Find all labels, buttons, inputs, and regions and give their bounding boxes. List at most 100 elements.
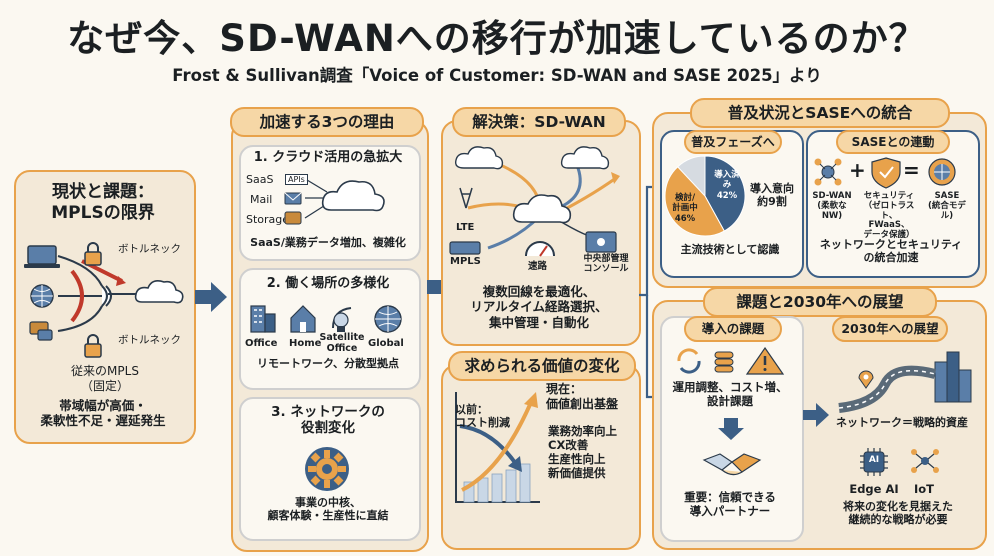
reason-1-desc: SaaS/業務データ増加、複雑化 (250, 236, 406, 249)
satellite-label: Satellite Office (319, 332, 365, 354)
work-locations-icons (250, 305, 402, 333)
sase-globe-icon (928, 158, 956, 186)
gear-icon (305, 447, 349, 491)
laptop-icon (24, 245, 60, 268)
lte-label: LTE (456, 222, 475, 233)
mainstream-label: 主流技術として認識 (680, 243, 780, 256)
map-pin-icon (858, 370, 874, 389)
value-change-header: 求められる価値の変化 (448, 351, 636, 381)
sase-desc: ネットワークとセキュリティ の統合加速 (819, 238, 963, 265)
warning-icon (745, 346, 785, 375)
handshake-icon (702, 453, 762, 476)
mail-label: Mail (250, 193, 273, 206)
global-label: Global (368, 338, 404, 349)
bottleneck-label-2: ボトルネック (118, 334, 181, 346)
coins-icon (714, 351, 734, 373)
lock-icon (84, 334, 102, 358)
adoption-pie-chart (664, 155, 746, 237)
value-change-panel (441, 364, 641, 550)
office-icon (250, 305, 276, 333)
reason-2-desc: リモートワーク、分散型拠点 (256, 357, 399, 370)
pie-label-adopted: 導入済み 42% (714, 170, 740, 201)
home-label: Home (289, 338, 322, 349)
adoption-intent: 導入意向 約9割 (750, 182, 794, 209)
pie-slice-considering (664, 166, 725, 237)
edge-ai-label: Edge AI (849, 482, 899, 496)
mpls-issues: 帯域幅が高価・ 柔軟性不足・遅延発生 (40, 398, 166, 429)
saas-label: SaaS (246, 173, 274, 186)
office-label: Office (245, 338, 278, 349)
intro-issues-desc: 運用調整、コスト増、 設計課題 (672, 380, 788, 409)
current-issues-title: 現状と課題： MPLSの限界 (51, 182, 155, 223)
satellite-icon (332, 307, 352, 332)
pie-slice-adopted (704, 155, 746, 232)
issues-icons (677, 346, 785, 375)
sdwan-label: SD-WAN (柔軟なNW) (812, 191, 852, 221)
security-label: セキュリティ （ゼロトラスト、 FWaaS、 データ保護） (863, 191, 915, 241)
network-icon (814, 158, 842, 186)
reason-3-title: 3. ネットワークの 役割変化 (271, 404, 385, 437)
outlook-header: 2030年への展望 (832, 316, 948, 342)
mpls-label: MPLS (450, 256, 481, 267)
iot-label: IoT (913, 482, 935, 496)
plus-sign: + (849, 158, 866, 182)
down-arrow-icon (718, 418, 744, 440)
bottleneck-label: ボトルネック (118, 243, 181, 255)
equals-sign: = (903, 158, 920, 182)
edge-ai-chip-icon (860, 448, 888, 476)
speed-gauge-icon (525, 241, 555, 257)
value-now-items: 業務効率向上 CX改善 生産性向上 新価値提供 (548, 424, 617, 481)
console-label: 中央部管理 コンソール (583, 254, 629, 275)
lte-tower-icon (459, 187, 473, 209)
page-title: なぜ今、SD-WANへの移行が加速しているのか？ (67, 17, 927, 60)
shield-icon (871, 157, 901, 189)
sase-card (806, 130, 980, 278)
sdwan-network-diagram (449, 146, 620, 257)
sase-label: SASE (統合モデル) (928, 191, 966, 221)
intro-issues-header: 導入の課題 (684, 316, 782, 342)
reason-2-title: 2. 働く場所の多様化 (266, 276, 390, 291)
page-subtitle: Frost & Sullivan調査「Voice of Customer: SD… (172, 66, 822, 85)
sync-icon (677, 348, 701, 374)
solution-header: 解決策：SD-WAN (452, 107, 626, 137)
sase-header: SASEとの連動 (836, 130, 950, 154)
storage-icon (284, 211, 302, 225)
value-growth-chart (455, 392, 540, 503)
storage-label: Storage (246, 213, 290, 226)
home-icon (290, 305, 316, 333)
solution-desc: 複数回線を最適化、 リアルタイム経路選択、 集中管理・自動化 (470, 284, 608, 330)
reasons-header: 加速する3つの理由 (230, 107, 424, 137)
partner-label: 重要：信頼できる 導入パートナー (684, 490, 776, 519)
reason-3-desc: 事業の中核、 顧客体験・生産性に直結 (267, 496, 389, 523)
city-icon (934, 351, 972, 403)
value-now-title: 現在： 価値創出基盤 (546, 382, 619, 411)
flow-arrow-icon (803, 403, 829, 427)
cloud-icon (134, 280, 184, 304)
reason-1-title: 1. クラウド活用の急拡大 (253, 150, 403, 165)
router-icon (449, 241, 481, 255)
closing-message: 将来の変化を見据えた 継続的な戦略が必要 (843, 500, 953, 527)
future-header: 課題と2030年への展望 (703, 287, 937, 317)
cloud-icon (321, 180, 385, 212)
phase-header: 普及フェーズへ (684, 130, 782, 154)
cloud-services-diagram (284, 179, 385, 225)
devices-icon (29, 321, 53, 341)
adoption-header: 普及状況とSASEへの統合 (690, 98, 950, 128)
strategic-asset: ネットワーク＝戦略的資産 (836, 416, 968, 429)
sase-equation-icons (814, 157, 956, 189)
lock-icon (84, 242, 102, 266)
globe-icon (374, 305, 402, 333)
mail-icon (284, 192, 302, 205)
iot-icon (911, 449, 939, 473)
cloud-icon (454, 146, 610, 224)
speed-label: 速路 (528, 261, 548, 272)
flow-arrow-icon (195, 282, 227, 312)
console-icon (585, 231, 617, 253)
pie-label-considering: 検討/ 計画中 46% (672, 193, 698, 224)
globe-icon (30, 284, 54, 308)
ai-chip-text: AI (868, 455, 880, 465)
road-to-future-icon (838, 351, 972, 413)
mpls-caption: 従来のMPLS （固定） (71, 364, 139, 393)
value-before: 以前： コスト削減 (455, 403, 510, 430)
